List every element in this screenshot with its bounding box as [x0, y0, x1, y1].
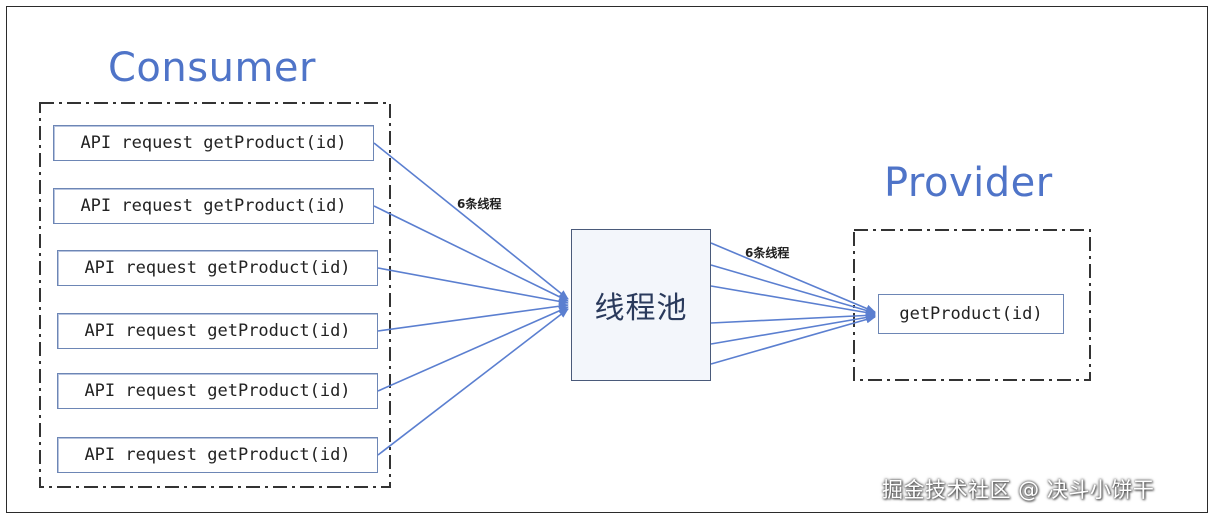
- request-label: API request getProduct(id): [84, 381, 351, 401]
- request-label: API request getProduct(id): [84, 258, 351, 278]
- consumer-group-border: [39, 102, 391, 488]
- request-box: API request getProduct(id): [57, 313, 378, 349]
- thread-count-label-in: 6条线程: [457, 197, 502, 211]
- request-box: API request getProduct(id): [53, 125, 374, 161]
- request-box: API request getProduct(id): [57, 250, 378, 286]
- arrow-request-1: [373, 142, 569, 300]
- arrow-thread-3: [710, 285, 876, 317]
- request-box: API request getProduct(id): [57, 373, 378, 409]
- arrow-thread-2: [710, 264, 876, 315]
- arrow-request-4: [377, 302, 569, 332]
- provider-method-box: getProduct(id): [878, 294, 1064, 334]
- arrow-thread-6: [710, 315, 876, 365]
- request-box: API request getProduct(id): [53, 188, 374, 224]
- request-label: API request getProduct(id): [80, 196, 347, 216]
- consumer-title: Consumer: [108, 45, 316, 91]
- thread-pool-box: 线程池: [571, 229, 711, 381]
- request-label: API request getProduct(id): [84, 321, 351, 341]
- thread-count-label-out: 6条线程: [745, 246, 790, 260]
- arrow-thread-5: [710, 313, 876, 345]
- thread-pool-label: 线程池: [594, 291, 688, 326]
- arrow-thread-4: [710, 311, 876, 324]
- arrow-request-3: [377, 267, 569, 306]
- provider-method-label: getProduct(id): [899, 304, 1043, 324]
- arrow-request-6: [377, 308, 569, 456]
- request-label: API request getProduct(id): [84, 445, 351, 465]
- provider-title: Provider: [884, 160, 1053, 206]
- arrow-request-5: [377, 306, 569, 392]
- arrow-request-2: [373, 205, 569, 302]
- request-box: API request getProduct(id): [57, 437, 378, 473]
- provider-group-border: [853, 229, 1091, 381]
- watermark: 掘金技术社区 @ 决斗小饼干: [882, 478, 1155, 502]
- arrow-thread-1: [710, 242, 876, 313]
- request-label: API request getProduct(id): [80, 133, 347, 153]
